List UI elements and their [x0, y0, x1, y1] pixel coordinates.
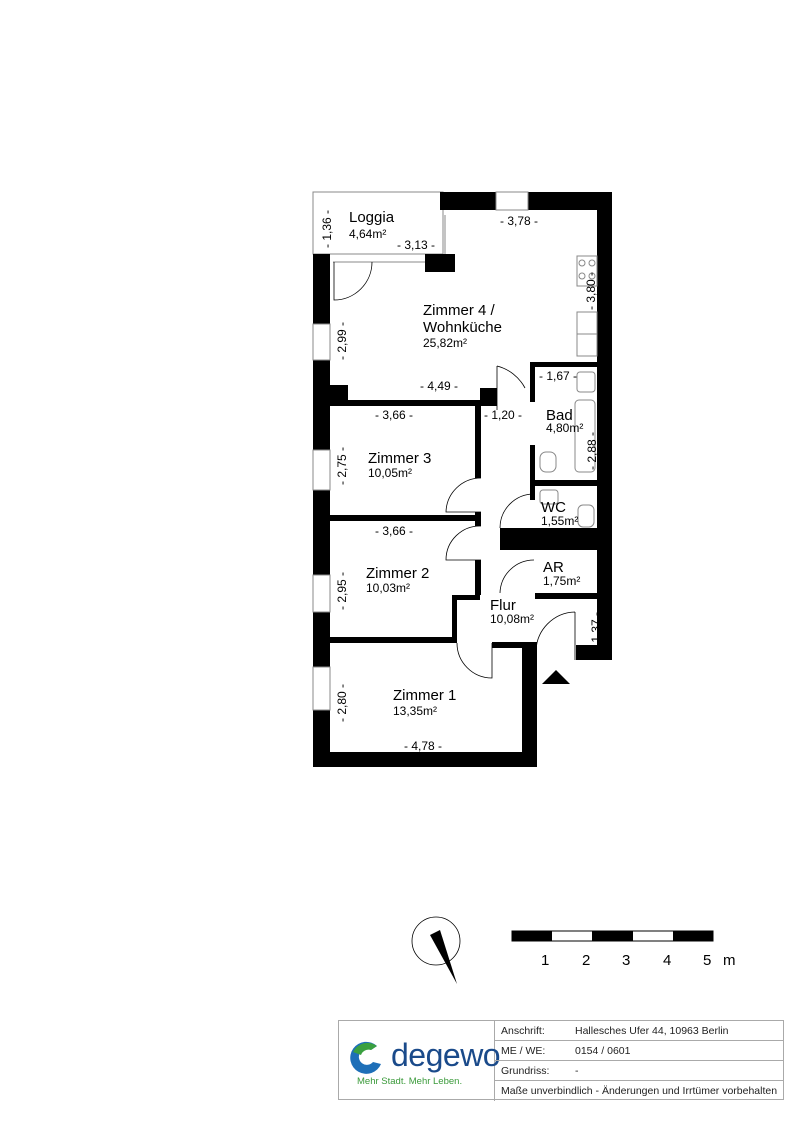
dimension-label: - 1,37 -: [589, 612, 603, 650]
scale-tick: 3: [622, 952, 630, 969]
dimension-label: - 1,67 -: [539, 369, 577, 383]
room-area-loggia: 4,64m²: [349, 227, 386, 241]
room-name-bad: Bad: [546, 407, 573, 424]
room-area-bad: 4,80m²: [546, 421, 583, 435]
doors: [333, 261, 576, 679]
room-name-flur: Flur: [490, 597, 516, 614]
dimension-label: - 2,88 -: [585, 432, 599, 470]
room-name-wohnkueche: Wohnküche: [423, 319, 502, 336]
room-area-zimmer3: 10,05m²: [368, 466, 412, 480]
info-key: ME / WE:: [501, 1045, 546, 1057]
degewo-logo: degewo Mehr Stadt. Mehr Leben.: [339, 1021, 501, 1101]
room-area-zimmer2: 10,03m²: [366, 581, 410, 595]
info-row-grundriss: Grundriss: -: [495, 1061, 783, 1081]
info-value: -: [575, 1065, 579, 1077]
scale-tick: 4: [663, 952, 671, 969]
scale-tick: 5: [703, 952, 711, 969]
logo-tagline: Mehr Stadt. Mehr Leben.: [357, 1076, 463, 1087]
room-name-zimmer4: Zimmer 4 /: [423, 302, 496, 319]
room-name-wc: WC: [541, 499, 566, 516]
dimension-label: - 1,36 -: [320, 210, 334, 248]
scale-bar: 1 2 3 4 5 m: [511, 930, 736, 969]
disclaimer-text: Maße unverbindlich - Änderungen und Irrt…: [501, 1085, 778, 1097]
room-name-ar: AR: [543, 559, 564, 576]
scale-tick: 2: [582, 952, 590, 969]
room-name-zimmer1: Zimmer 1: [393, 687, 456, 704]
disclaimer-row: Maße unverbindlich - Änderungen und Irrt…: [495, 1081, 783, 1101]
room-area-flur: 10,08m²: [490, 612, 534, 626]
scale-unit: m: [723, 952, 736, 969]
dimension-label: - 4,78 -: [404, 739, 442, 753]
logo-mark-icon: [350, 1041, 381, 1074]
loggia-outline: [312, 191, 444, 255]
info-value: Hallesches Ufer 44, 10963 Berlin: [575, 1025, 729, 1037]
room-area-zimmer4: 25,82m²: [423, 336, 467, 350]
scale-tick: 1: [541, 952, 549, 969]
info-row-address: Anschrift: Hallesches Ufer 44, 10963 Ber…: [495, 1021, 783, 1041]
info-row-me-we: ME / WE: 0154 / 0601: [495, 1041, 783, 1061]
room-name-zimmer2: Zimmer 2: [366, 565, 429, 582]
room-name-loggia: Loggia: [349, 209, 395, 226]
logo-text: degewo: [391, 1037, 501, 1073]
fixtures: [539, 255, 598, 528]
title-block: degewo Mehr Stadt. Mehr Leben. Anschrift…: [338, 1020, 784, 1101]
dimension-label: - 2,95 -: [335, 572, 349, 610]
dimension-label: - 2,99 -: [335, 322, 349, 360]
entrance-arrow-icon: [542, 670, 570, 684]
dimension-label: - 2,80 -: [335, 684, 349, 722]
north-arrow-icon: [411, 916, 461, 984]
room-area-wc: 1,55m²: [541, 514, 578, 528]
dimension-label: - 4,49 -: [420, 379, 458, 393]
room-name-zimmer3: Zimmer 3: [368, 450, 431, 467]
dimension-label: - 3,66 -: [375, 408, 413, 422]
dimension-label: - 3,66 -: [375, 524, 413, 538]
room-area-zimmer1: 13,35m²: [393, 704, 437, 718]
info-key: Grundriss:: [501, 1065, 550, 1077]
walls: [313, 192, 612, 767]
dimension-label: - 3,13 -: [397, 238, 435, 252]
dimension-label: - 1,20 -: [484, 408, 522, 422]
dimension-label: - 3,80 -: [584, 272, 598, 310]
room-area-ar: 1,75m²: [543, 574, 580, 588]
windows: [312, 191, 529, 711]
dimension-label: - 2,75 -: [335, 447, 349, 485]
dimension-label: - 3,78 -: [500, 214, 538, 228]
info-key: Anschrift:: [501, 1025, 545, 1037]
info-value: 0154 / 0601: [575, 1045, 631, 1057]
dimensions: - 1,36 - - 3,13 - - 3,78 - - 3,80 - - 2,…: [320, 210, 603, 753]
